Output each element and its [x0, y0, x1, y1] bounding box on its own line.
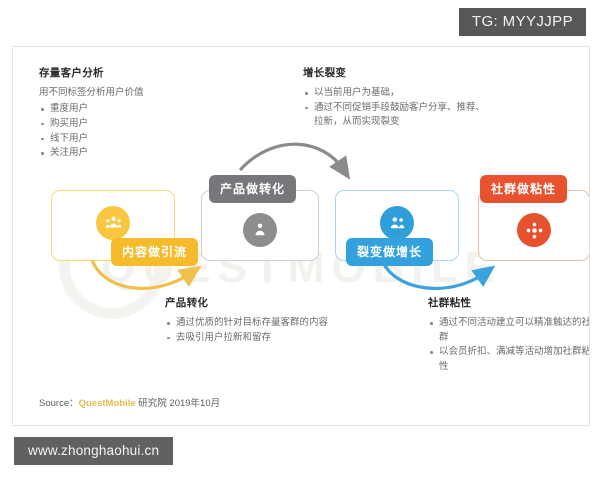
- block-bullets: 以当前用户为基础， 通过不同促销手段鼓励客户分享、推荐、拉新，从而实现裂变: [303, 86, 493, 130]
- slide-canvas: QUESTMOBILE 存量客户分析 用不同标签分析用户价值 重度用户 购买用户…: [12, 46, 590, 426]
- stage-label-content-traffic[interactable]: 内容做引流: [111, 238, 199, 266]
- list-item: 线下用户: [39, 132, 219, 147]
- block-bullets: 重度用户 购买用户 线下用户 关注用户: [39, 102, 219, 161]
- list-item: 通过优质的针对目标存量客群的内容: [165, 316, 340, 331]
- stage-label-community-stickiness[interactable]: 社群做粘性: [480, 175, 568, 203]
- list-item: 以会员折扣、满减等活动增加社群粘性: [428, 345, 589, 374]
- site-watermark-bar: www.zhonghaohui.cn: [14, 437, 174, 465]
- tg-badge: TG: MYYJJPP: [458, 8, 586, 36]
- person-badge-icon: [243, 213, 277, 247]
- text-block-product-conversion: 产品转化 通过优质的针对目标存量客群的内容 去吸引用户拉新和留存: [165, 295, 340, 345]
- list-item: 以当前用户为基础，: [303, 86, 493, 101]
- list-item: 通过不同促销手段鼓励客户分享、推荐、拉新，从而实现裂变: [303, 101, 493, 130]
- text-block-growth-fission: 增长裂变 以当前用户为基础， 通过不同促销手段鼓励客户分享、推荐、拉新，从而实现…: [303, 65, 493, 130]
- block-bullets: 通过优质的针对目标存量客群的内容 去吸引用户拉新和留存: [165, 316, 340, 345]
- list-item: 通过不同活动建立可以精准触达的社群: [428, 316, 589, 345]
- top-bar: TG: MYYJJPP: [0, 0, 600, 42]
- stage-label-product-conversion[interactable]: 产品做转化: [209, 175, 297, 203]
- network-share-icon: [517, 213, 551, 247]
- block-title: 社群粘性: [428, 297, 472, 309]
- stage-label-fission-growth[interactable]: 裂变做增长: [346, 238, 434, 266]
- block-lead: 用不同标签分析用户价值: [39, 87, 144, 98]
- source-suffix: 研究院 2019年10月: [138, 398, 221, 409]
- users-icon: [380, 206, 414, 240]
- source-prefix: Source：: [39, 398, 79, 409]
- text-block-community-stickiness: 社群粘性 通过不同活动建立可以精准触达的社群 以会员折扣、满减等活动增加社群粘性: [428, 295, 589, 375]
- source-line: Source：QuestMobile 研究院 2019年10月: [39, 395, 220, 409]
- list-item: 购买用户: [39, 117, 219, 132]
- list-item: 去吸引用户拉新和留存: [165, 331, 340, 346]
- block-bullets: 通过不同活动建立可以精准触达的社群 以会员折扣、满减等活动增加社群粘性: [428, 316, 589, 375]
- list-item: 关注用户: [39, 146, 219, 161]
- block-title: 存量客户分析: [39, 67, 104, 79]
- list-item: 重度用户: [39, 102, 219, 117]
- block-title: 增长裂变: [303, 67, 347, 79]
- text-block-stock-analysis: 存量客户分析 用不同标签分析用户价值 重度用户 购买用户 线下用户 关注用户: [39, 65, 219, 161]
- people-group-icon: [96, 206, 130, 240]
- block-title: 产品转化: [165, 297, 209, 309]
- source-brand: QuestMobile: [78, 398, 136, 409]
